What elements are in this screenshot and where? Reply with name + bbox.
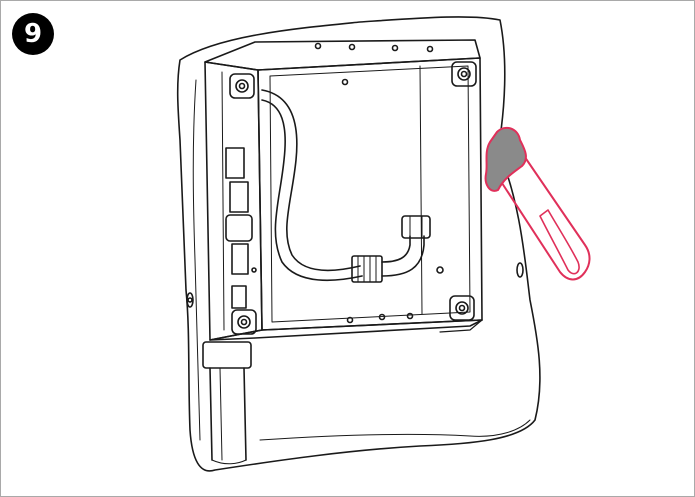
flange-hole: [426, 45, 434, 53]
flange-hole: [348, 43, 356, 51]
flex-hose: [261, 89, 361, 272]
corner-screw: [451, 61, 477, 87]
wall-opening: [176, 16, 541, 472]
step-badge: 9: [12, 13, 54, 55]
flange-hole: [314, 42, 322, 50]
drain-pipe: [202, 341, 252, 465]
wall-lower-edge: [259, 419, 531, 441]
flange-hole: [391, 44, 399, 52]
step-number: 9: [23, 19, 43, 49]
box-left-panel: [204, 61, 263, 341]
side-connector: [225, 147, 253, 309]
corner-screw: [229, 73, 255, 99]
sealant-blob: [484, 126, 527, 192]
hose-fitting: [351, 255, 383, 283]
caulk-gun-icon: [499, 149, 591, 281]
corner-screw: [231, 309, 257, 335]
wall-inner-edge: [192, 79, 201, 441]
valve: [401, 215, 431, 239]
box-bottom-flange: [209, 319, 483, 341]
corner-screw: [449, 295, 475, 321]
